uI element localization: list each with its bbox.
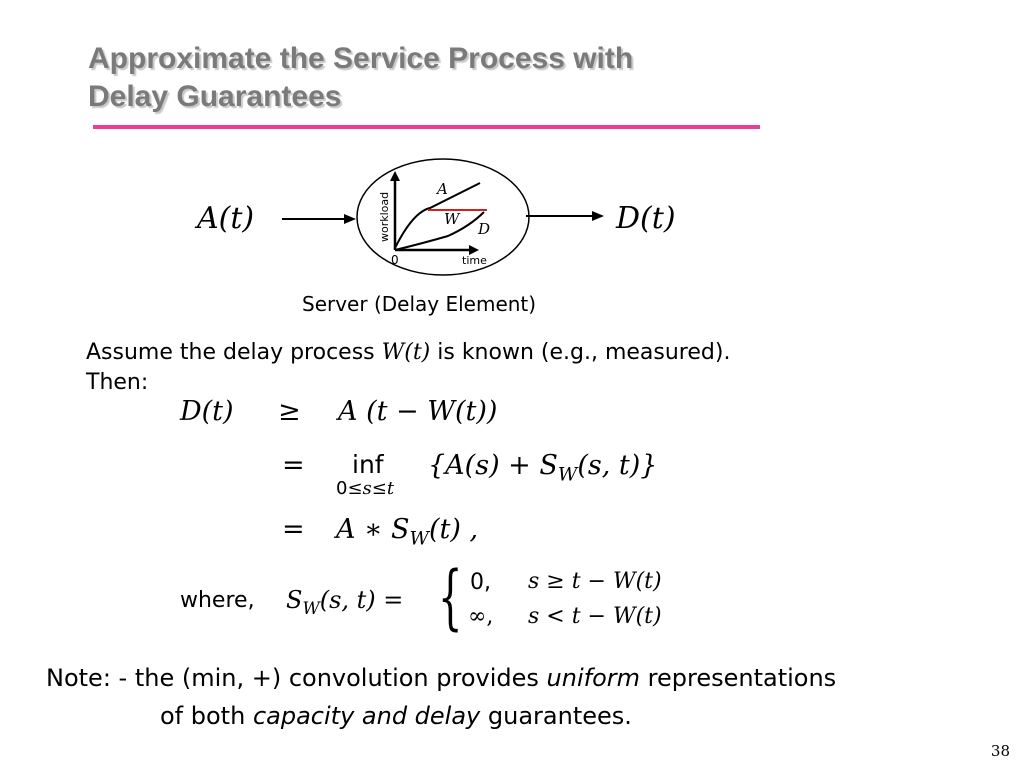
assume-var: W(t) — [381, 340, 431, 365]
y-axis-arrow-icon — [390, 171, 400, 181]
assume-line: Assume the delay process W(t) is known (… — [86, 340, 730, 365]
slide-title: Approximate the Service Process with Del… — [88, 40, 633, 116]
note-line1-a: Note: - the (min, +) convolution provide… — [46, 664, 539, 692]
note-capacity-delay: capacity and delay — [252, 702, 481, 730]
note-line-2: of both capacity and delay guarantees. — [160, 702, 632, 730]
diagram-caption: Server (Delay Element) — [302, 292, 537, 316]
case-2-condition: s < t − W(t) — [528, 604, 662, 629]
title-line-1: Approximate the Service Process with — [88, 42, 634, 75]
eq-inf-operator: inf — [352, 450, 384, 479]
assume-prefix: Assume the delay process — [86, 340, 375, 365]
where-lhs-sub: W — [302, 597, 320, 618]
rhs3-head: A ∗ S — [336, 514, 410, 545]
where-lhs: SW(s, t) = — [286, 586, 403, 618]
case-1-value: 0, — [470, 570, 491, 595]
where-lhs-tail: (s, t) = — [319, 586, 404, 614]
where-prefix: where, — [180, 588, 255, 613]
eq-rhs1: A (t − W(t)) — [338, 396, 498, 427]
curve-d-label: D — [477, 220, 490, 238]
rhs3-tail: (t) , — [428, 514, 479, 545]
x-axis-arrow-icon — [469, 245, 479, 255]
case-1-condition: s ≥ t − W(t) — [528, 569, 662, 594]
input-arrow-head — [344, 214, 356, 224]
inf-sub-lead: 0 — [336, 478, 348, 499]
note-line-1: Note: - the (min, +) convolution provide… — [46, 664, 836, 692]
y-axis-label: workload — [378, 192, 391, 242]
eq-inf-subscript: 0≤s≤t — [336, 478, 394, 499]
eq-rhs3: A ∗ SW(t) , — [336, 514, 478, 550]
title-line-2: Delay Guarantees — [88, 80, 342, 113]
then-label: Then: — [86, 370, 149, 395]
case-2-value: ∞, — [468, 604, 494, 629]
output-arrow-head — [592, 211, 604, 221]
rhs2-sub: W — [557, 463, 578, 486]
curve-a-label: A — [435, 180, 448, 198]
where-lhs-head: S — [286, 586, 303, 614]
eq-lhs: D(t) — [180, 396, 234, 427]
inf-sub-rest: ≤s≤t — [347, 478, 395, 499]
note-line2-c: guarantees. — [487, 702, 632, 730]
eq-equals-2: = — [282, 514, 305, 545]
cases-brace: { — [438, 556, 463, 638]
rhs2-head: {A(s) + S — [428, 450, 558, 481]
eq-rhs2: {A(s) + SW(s, t)} — [428, 450, 657, 486]
note-line1-c: representations — [647, 664, 837, 692]
server-diagram: A(t) A W D workload time 0 D(t) — [194, 158, 676, 276]
output-label: D(t) — [615, 201, 676, 236]
note-uniform: uniform — [546, 664, 641, 692]
rhs2-tail: (s, t)} — [577, 450, 658, 481]
departure-curve — [394, 211, 485, 251]
origin-label: 0 — [391, 253, 399, 267]
page-number: 38 — [990, 742, 1010, 760]
rhs3-sub: W — [409, 527, 429, 550]
eq-geq: ≥ — [278, 396, 301, 427]
assume-suffix: is known (e.g., measured). — [437, 340, 731, 365]
arrival-curve — [394, 182, 481, 249]
curve-w-label: W — [444, 210, 461, 228]
x-axis-label: time — [462, 254, 487, 267]
title-underline — [93, 125, 760, 129]
eq-equals-1: = — [282, 450, 305, 481]
note-line2-a: of both — [160, 702, 246, 730]
input-label: A(t) — [194, 201, 254, 236]
